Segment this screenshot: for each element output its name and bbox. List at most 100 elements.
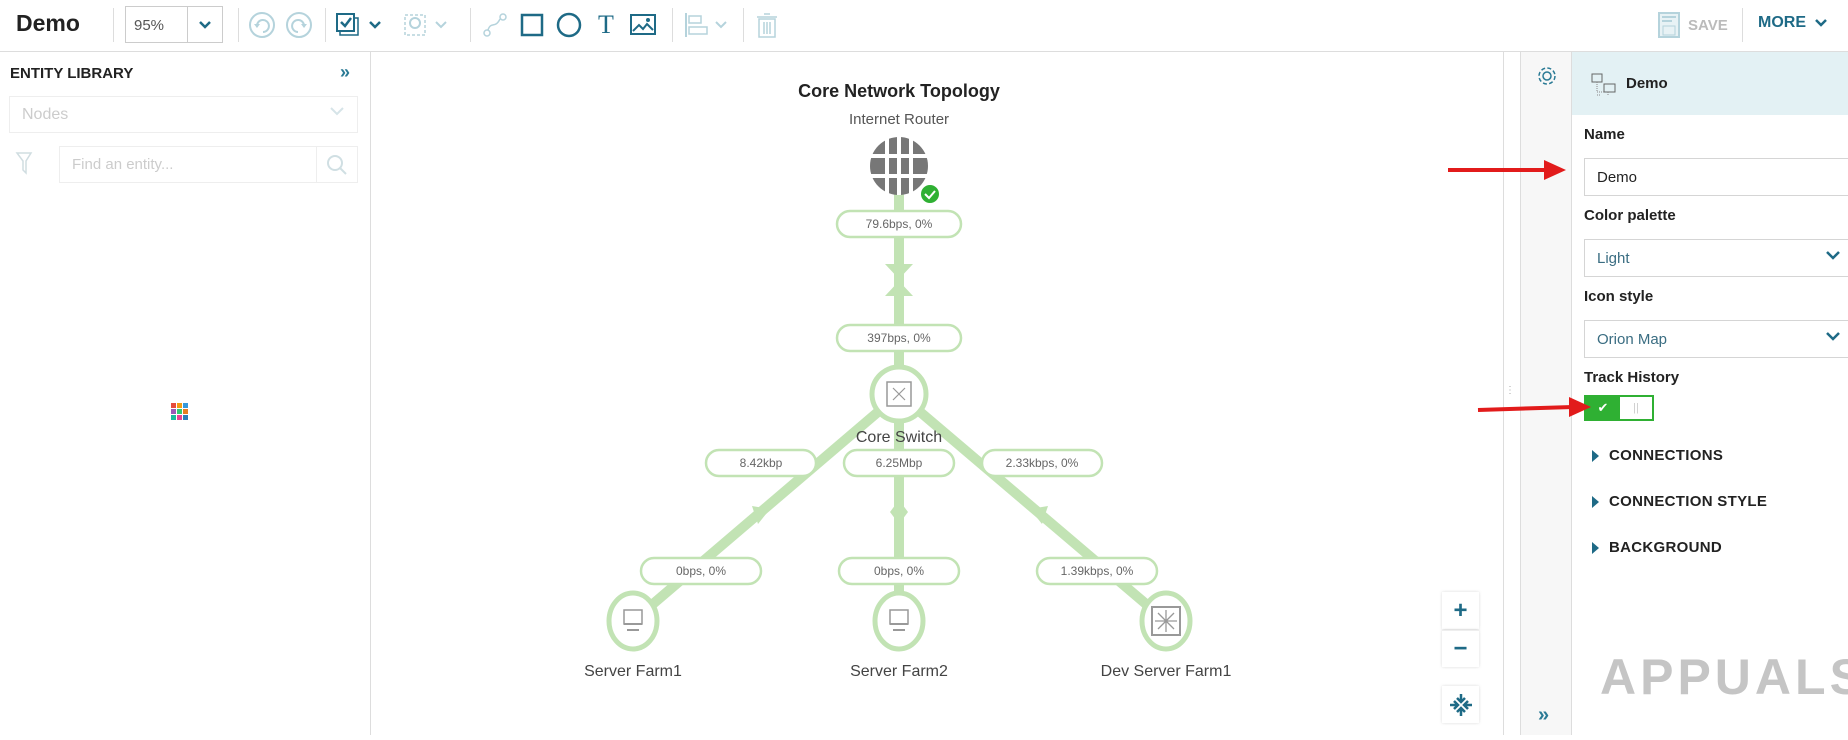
diagram-canvas[interactable]: 79.6bps, 0% 397bps, 0% 8.42kbp 6.25Mbp 2… [372, 52, 1504, 735]
topology-diagram: 79.6bps, 0% 397bps, 0% 8.42kbp 6.25Mbp 2… [584, 81, 1232, 680]
toolbar: Demo 95% T SAVE MORE [0, 0, 1848, 52]
arrow-icon [1030, 506, 1048, 524]
toggle-knob: || [1620, 397, 1652, 419]
arrow-up-icon [885, 281, 913, 296]
icon-style-select[interactable]: Orion Map [1584, 320, 1848, 358]
filter-icon[interactable] [15, 150, 33, 181]
delete-icon[interactable] [752, 10, 782, 40]
circle-icon[interactable] [554, 10, 584, 40]
chevron-down-icon [1815, 19, 1827, 27]
track-history-label: Track History [1584, 369, 1680, 386]
select-icon[interactable] [333, 10, 363, 40]
entity-library-panel: ENTITY LIBRARY » Nodes [0, 52, 371, 735]
diagram-title: Demo [16, 10, 80, 36]
fit-to-screen-button[interactable] [1442, 686, 1479, 723]
zoom-out-button[interactable]: − [1442, 630, 1479, 667]
chevron-down-icon [1825, 329, 1841, 346]
arrow-icon [890, 500, 908, 524]
divider [325, 8, 326, 42]
properties-strip: » [1520, 52, 1572, 735]
nodes-select[interactable]: Nodes [9, 96, 358, 133]
color-palette-select[interactable]: Light [1584, 239, 1848, 277]
save-icon [1658, 12, 1680, 38]
entity-library-title: ENTITY LIBRARY [10, 65, 134, 82]
redo-icon[interactable] [284, 10, 314, 40]
divider [1742, 8, 1743, 42]
lasso-icon[interactable] [400, 10, 430, 40]
undo-icon[interactable] [247, 10, 277, 40]
link-label: 397bps, 0% [867, 331, 931, 345]
expand-triangle-icon [1592, 495, 1599, 508]
section-label: BACKGROUND [1609, 539, 1722, 556]
compress-icon [1449, 693, 1472, 716]
nodes-select-value: Nodes [22, 106, 69, 123]
link-label: 0bps, 0% [874, 564, 924, 578]
icon-style-value: Orion Map [1597, 331, 1668, 348]
section-connection-style[interactable]: CONNECTION STYLE [1592, 493, 1767, 510]
appuals-watermark: APPUALS [1600, 649, 1848, 705]
save-button[interactable]: SAVE [1658, 12, 1728, 38]
status-ok-icon [919, 183, 941, 205]
save-label: SAVE [1688, 16, 1728, 34]
zoom-select[interactable]: 95% [125, 6, 223, 43]
arrow-down-icon [885, 264, 913, 279]
divider [672, 8, 673, 42]
switch-icon [1151, 606, 1181, 636]
divider [113, 8, 114, 42]
section-label: CONNECTION STYLE [1609, 493, 1768, 510]
resize-handle[interactable]: ⋮⋮ [1505, 385, 1527, 396]
diagram-heading: Core Network Topology [798, 81, 1000, 101]
more-label: MORE [1758, 14, 1806, 31]
chevron-down-icon[interactable] [366, 10, 384, 40]
check-icon: ✔ [1597, 400, 1609, 415]
link-label: 79.6bps, 0% [866, 217, 933, 231]
rectangle-icon[interactable] [517, 10, 547, 40]
node-label: Internet Router [849, 111, 949, 128]
link-label: 1.39kbps, 0% [1061, 564, 1134, 578]
node-label: Dev Server Farm1 [1101, 663, 1232, 680]
link-label: 6.25Mbp [876, 456, 923, 470]
entity-search-input[interactable] [60, 147, 316, 182]
text-icon[interactable]: T [598, 10, 614, 39]
color-palette-label: Color palette [1584, 207, 1676, 224]
image-icon[interactable] [628, 10, 658, 40]
properties-title: Demo [1626, 75, 1668, 92]
red-arrow-annotation [1448, 160, 1566, 180]
node-label: Server Farm1 [584, 663, 682, 680]
server-farm2-node: Server Farm2 [850, 590, 948, 680]
chevron-down-icon[interactable] [432, 10, 450, 40]
section-connections[interactable]: CONNECTIONS [1592, 447, 1723, 464]
name-input[interactable]: Demo [1584, 158, 1848, 196]
name-label: Name [1584, 126, 1625, 143]
chevron-down-icon[interactable] [712, 10, 730, 40]
server-farm1-node: Server Farm1 [584, 590, 682, 680]
track-history-toggle[interactable]: ✔ || [1584, 395, 1654, 421]
entity-search[interactable] [59, 146, 358, 183]
red-arrow-annotation [1477, 397, 1591, 417]
link-label: 2.33kbps, 0% [1006, 456, 1079, 470]
switch-icon [886, 381, 912, 407]
link-label: 8.42kbp [740, 456, 783, 470]
collapse-panel-icon[interactable]: » [340, 62, 351, 82]
search-icon[interactable] [316, 147, 357, 182]
expand-triangle-icon [1592, 541, 1599, 554]
more-button[interactable]: MORE [1758, 14, 1828, 32]
section-background[interactable]: BACKGROUND [1592, 539, 1722, 556]
properties-header: Demo [1572, 52, 1848, 115]
loading-icon [171, 403, 188, 420]
align-icon[interactable] [682, 10, 712, 40]
expand-panel-icon[interactable]: » [1538, 704, 1550, 726]
link-labels: 79.6bps, 0% 397bps, 0% 8.42kbp 6.25Mbp 2… [639, 209, 1159, 586]
chevron-down-icon [1825, 248, 1841, 265]
divider [470, 8, 471, 42]
settings-gear-icon[interactable] [1536, 65, 1558, 92]
properties-panel: Demo Name Demo Color palette Light Icon … [1572, 52, 1848, 735]
dev-server-farm1-node: Dev Server Farm1 [1101, 590, 1232, 680]
chevron-down-icon [329, 104, 345, 122]
connector-icon[interactable] [480, 10, 510, 40]
chevron-down-icon[interactable] [188, 7, 222, 42]
link-label: 0bps, 0% [676, 564, 726, 578]
arrow-icon [752, 506, 770, 524]
zoom-in-button[interactable]: + [1442, 592, 1479, 629]
network-map-icon [1591, 73, 1616, 95]
